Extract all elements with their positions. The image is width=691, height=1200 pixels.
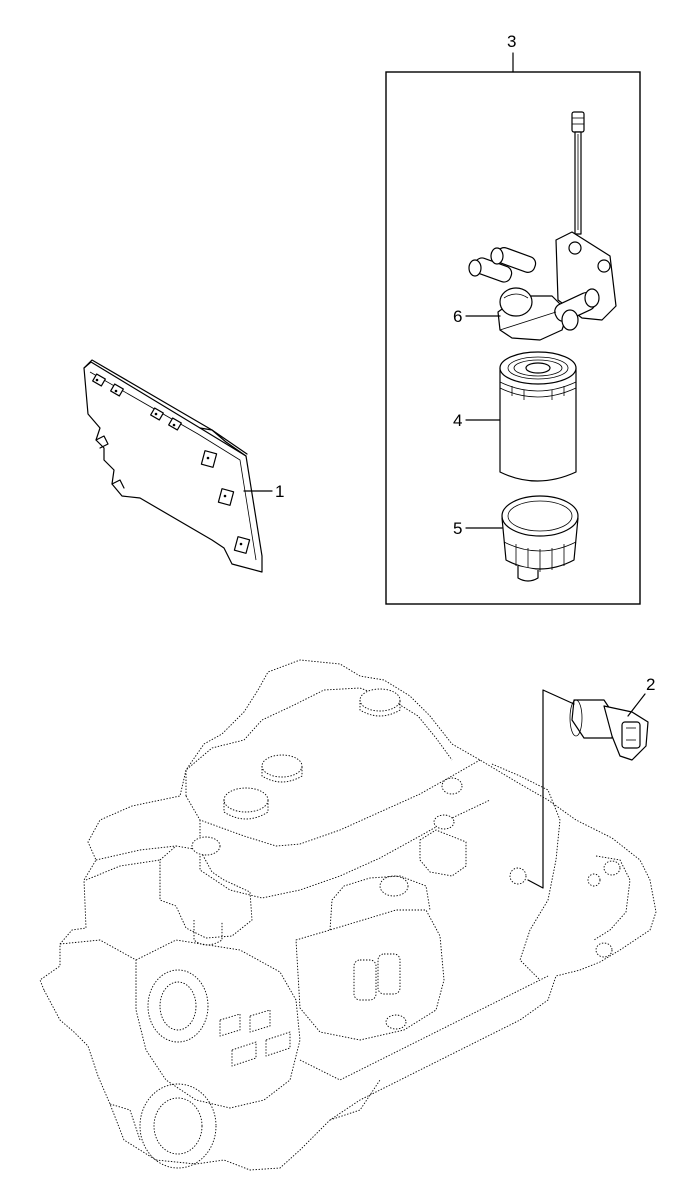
filter-assembly-frame [385, 71, 641, 605]
label-filter-head: 6 [453, 307, 462, 326]
sensor-location-bracket [527, 689, 575, 889]
engine-block [39, 659, 657, 1171]
label-ecu: 1 [275, 482, 284, 501]
sensor-leader-line [627, 693, 646, 717]
label-filter-assembly: 3 [507, 32, 516, 51]
filter-bowl [501, 495, 579, 582]
filter-head [468, 111, 617, 341]
filter-element [499, 351, 577, 482]
sensor [569, 699, 649, 761]
label-sensor: 2 [646, 675, 655, 694]
label-filter-bowl: 5 [453, 519, 462, 538]
label-filter-element: 4 [453, 411, 462, 430]
ecu-module [83, 359, 263, 573]
